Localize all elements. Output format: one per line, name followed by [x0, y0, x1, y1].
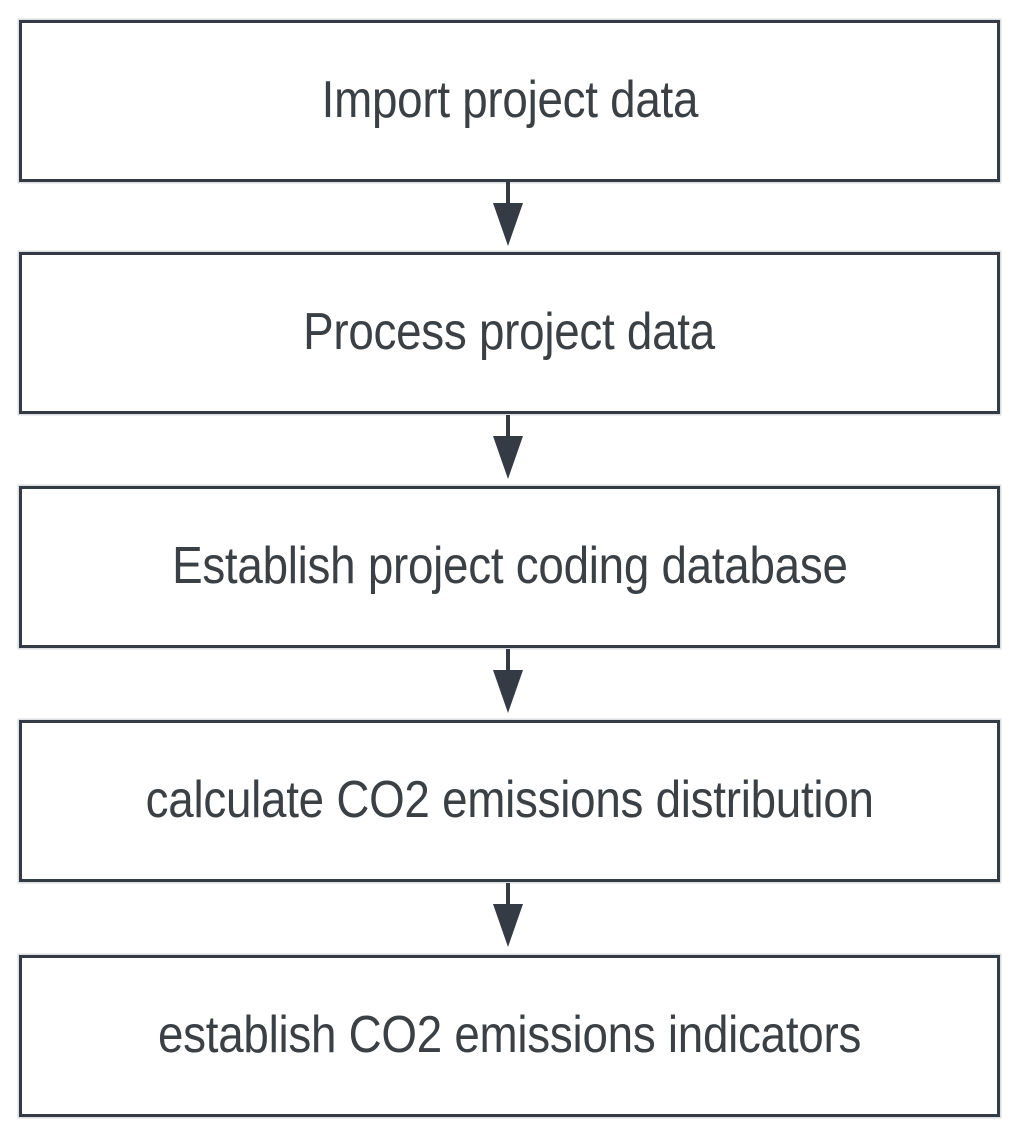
flow-node-label: Process project data — [303, 303, 716, 362]
arrow-down-icon — [493, 649, 523, 719]
flow-node-step-5[interactable]: establish CO2 emissions indicators — [19, 955, 1000, 1117]
flow-node-step-2[interactable]: Process project data — [19, 252, 1000, 414]
arrow-down-icon — [493, 182, 523, 252]
flow-node-step-3[interactable]: Establish project coding database — [19, 486, 1000, 648]
arrow-down-icon — [493, 415, 523, 485]
flow-node-label: Import project data — [321, 71, 698, 130]
arrow-down-icon — [493, 883, 523, 953]
flow-node-step-4[interactable]: calculate CO2 emissions distribution — [19, 720, 1000, 882]
flow-node-label: Establish project coding database — [171, 537, 848, 596]
flow-node-step-1[interactable]: Import project data — [19, 20, 1000, 182]
flow-node-label: calculate CO2 emissions distribution — [145, 771, 874, 830]
flow-node-label: establish CO2 emissions indicators — [157, 1006, 862, 1065]
